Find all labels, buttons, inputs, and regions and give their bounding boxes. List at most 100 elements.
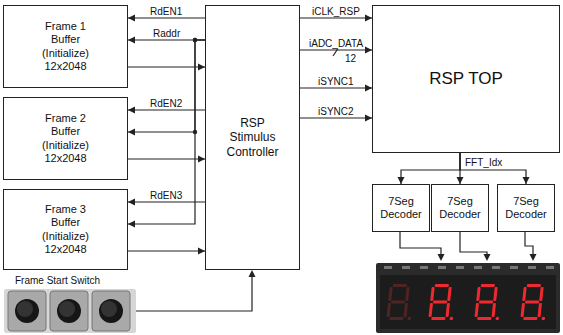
connector-line xyxy=(300,49,372,50)
seven-segment-display-photo xyxy=(520,284,549,320)
arrow-head xyxy=(457,177,464,184)
top-module-box: RSP TOP xyxy=(372,5,560,153)
arrow-head xyxy=(198,64,205,71)
decoder-output-wire xyxy=(400,232,537,261)
seven-segment-display-photo xyxy=(474,284,503,320)
arrow-head xyxy=(523,177,530,184)
arrow-head xyxy=(365,15,372,22)
seven-segment-display-photo xyxy=(428,284,457,320)
seven-segment-display-photo xyxy=(376,263,560,333)
push-button-photo xyxy=(4,289,136,333)
push-button-photo xyxy=(92,291,130,331)
connector-line xyxy=(128,109,205,110)
push-button-photo xyxy=(99,299,123,323)
signal-connector xyxy=(128,64,205,71)
switch-wire xyxy=(136,270,256,311)
signal-name: Raddr xyxy=(152,28,181,39)
decoder-output-wire xyxy=(525,232,533,255)
arrow-head xyxy=(128,221,135,228)
seven-segment-display-photo xyxy=(492,266,500,269)
switch-wire xyxy=(249,270,256,277)
seven-segment-display-photo xyxy=(510,266,518,269)
decoder-output-wire xyxy=(530,254,537,261)
seven-segment-display-photo xyxy=(380,275,556,329)
connector-line xyxy=(128,201,205,202)
push-button-photo xyxy=(4,289,136,333)
arrow-head xyxy=(128,37,135,44)
signal-name: RdEN2 xyxy=(149,98,183,109)
junction-dot xyxy=(193,38,197,42)
junction-dot xyxy=(193,38,197,42)
seven-segment-display-photo xyxy=(456,266,464,269)
signal-connector xyxy=(460,153,530,184)
push-button-photo xyxy=(59,301,75,317)
decoder-output-wire xyxy=(484,254,491,261)
box-text: Frame 3 Buffer (Initialize) 12x2048 xyxy=(34,203,98,256)
arrow-head xyxy=(128,15,135,22)
signal-connector xyxy=(128,38,205,228)
push-button-photo xyxy=(17,301,33,317)
decoder-output-wire xyxy=(438,254,445,261)
arrow-head xyxy=(128,129,135,136)
connector-line xyxy=(128,17,205,18)
signal-connector xyxy=(398,153,461,184)
decoder-box: 7Seg Decoder xyxy=(497,184,555,232)
connector-line xyxy=(128,66,205,67)
decoder-output-wire xyxy=(460,232,487,255)
decoder-box: 7Seg Decoder xyxy=(372,184,430,232)
arrow-head xyxy=(128,107,135,114)
seven-segment-display-photo xyxy=(376,263,560,333)
signal-name: iCLK_RSP xyxy=(311,6,361,17)
seven-segment-display-photo xyxy=(402,266,410,269)
signal-connector xyxy=(128,248,205,255)
signal-connector xyxy=(128,38,205,136)
signal-connector xyxy=(128,156,205,163)
connector-line xyxy=(300,117,372,118)
connector-line xyxy=(300,87,372,88)
push-button-photo xyxy=(8,291,46,331)
connector-line xyxy=(128,250,205,251)
box-text: Frame 2 Buffer (Initialize) 12x2048 xyxy=(34,112,98,165)
buffer-box: Frame 1 Buffer (Initialize) 12x2048 xyxy=(3,5,128,88)
push-button-photo xyxy=(101,301,117,317)
arrow-head xyxy=(365,47,372,54)
switch-wire xyxy=(136,277,252,311)
controller-box: RSP Stimulus Controller xyxy=(205,5,300,270)
box-text: 7Seg Decoder xyxy=(501,195,551,221)
seven-segment-display-photo xyxy=(546,266,554,269)
seven-segment-display-photo xyxy=(384,266,392,269)
push-button-photo xyxy=(50,291,88,331)
buffer-box: Frame 3 Buffer (Initialize) 12x2048 xyxy=(3,189,128,270)
seven-segment-display-photo xyxy=(438,266,446,269)
connector-line xyxy=(300,17,372,18)
box-text: 7Seg Decoder xyxy=(435,195,485,221)
push-button-photo xyxy=(57,299,81,323)
arrow-head xyxy=(398,177,405,184)
box-text: RSP TOP xyxy=(429,69,503,89)
signal-name: RdEN3 xyxy=(149,190,183,201)
seven-segment-display-photo xyxy=(528,266,536,269)
seven-segment-display-photo xyxy=(386,284,415,320)
arrow-head xyxy=(128,199,135,206)
signal-name: FFT_Idx xyxy=(464,157,503,168)
arrow-head xyxy=(365,115,372,122)
box-text: RSP Stimulus Controller xyxy=(221,116,285,159)
connector-line xyxy=(128,158,205,159)
signal-name: RdEN1 xyxy=(149,6,183,17)
switch-caption: Frame Start Switch xyxy=(14,275,101,286)
connector-line xyxy=(128,40,205,224)
signal-name: iADC_DATA xyxy=(308,38,364,49)
seven-segment-display-photo xyxy=(474,266,482,269)
arrow-head xyxy=(365,85,372,92)
decoder-box: 7Seg Decoder xyxy=(431,184,489,232)
box-text: Frame 1 Buffer (Initialize) 12x2048 xyxy=(34,20,98,73)
bus-width: 12 xyxy=(344,53,357,64)
decoder-output-wire xyxy=(400,232,441,255)
buffer-box: Frame 2 Buffer (Initialize) 12x2048 xyxy=(3,97,128,180)
connector-line xyxy=(128,40,205,132)
signal-name: iSYNC2 xyxy=(317,106,355,117)
connector-line xyxy=(460,153,526,184)
connector-line xyxy=(401,153,460,184)
arrow-head xyxy=(198,156,205,163)
